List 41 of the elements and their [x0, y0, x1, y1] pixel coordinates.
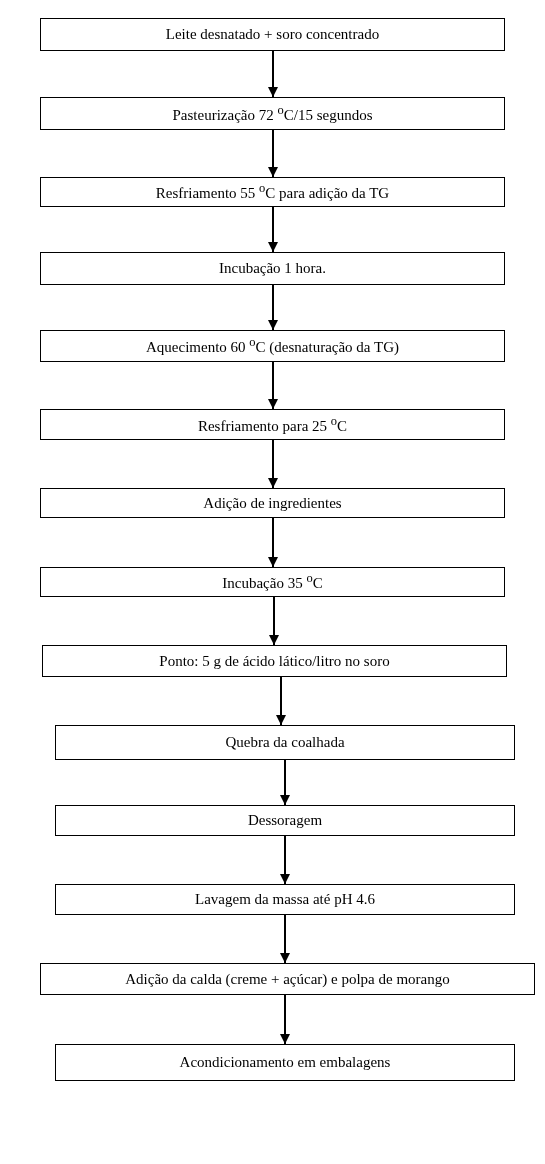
- process-box: [40, 330, 505, 362]
- arrow: [276, 676, 286, 726]
- process-box: [40, 97, 505, 130]
- arrow: [268, 206, 278, 253]
- step-label: Resfriamento para 25 $^{o}$C: [197, 414, 348, 435]
- step-label: Acondicionamento em embalagens: [179, 1054, 391, 1071]
- process-box: [40, 252, 505, 285]
- step-label: Incubação 1 hora.: [219, 260, 326, 277]
- arrow: [280, 759, 290, 806]
- arrow: [268, 50, 278, 98]
- arrow: [268, 439, 278, 489]
- step-label: Dessoragem: [247, 812, 323, 829]
- process-box: [55, 1044, 515, 1081]
- arrow: [268, 517, 278, 568]
- process-box: [55, 884, 515, 915]
- arrow: [280, 835, 290, 885]
- process-box: [40, 963, 535, 995]
- process-box: [40, 409, 505, 440]
- step-label: Resfriamento 55 $^{o}$C para adição da TG: [155, 182, 390, 202]
- step-label: Leite desnatado + soro concentrado: [165, 26, 380, 43]
- step-label: Incubação 35 $^{o}$C: [222, 572, 323, 592]
- step-label: Aquecimento 60 $^{o}$C (desnaturação da TG): [146, 336, 399, 356]
- process-box: [40, 567, 505, 597]
- process-box: [55, 725, 515, 760]
- step-label: Adição da calda (creme + açúcar) e polpa de morango: [125, 970, 450, 988]
- arrow: [280, 914, 290, 964]
- process-box: [55, 805, 515, 836]
- arrow: [268, 361, 278, 410]
- step-label: Pasteurização 72 $^{o}$C/15 segundos: [172, 103, 373, 124]
- process-box: [40, 18, 505, 51]
- process-box: [40, 177, 505, 207]
- step-label: Adição de ingredientes: [203, 494, 342, 512]
- arrow: [269, 596, 279, 646]
- step-label: Lavagem da massa até pH 4.6: [195, 891, 375, 908]
- arrow: [268, 129, 278, 178]
- process-box: [40, 488, 505, 518]
- step-label: Ponto: 5 g de ácido lático/litro no soro: [159, 652, 390, 670]
- arrow: [268, 284, 278, 331]
- process-box: [42, 645, 507, 677]
- arrow: [280, 994, 290, 1045]
- step-label: Quebra da coalhada: [225, 734, 345, 751]
